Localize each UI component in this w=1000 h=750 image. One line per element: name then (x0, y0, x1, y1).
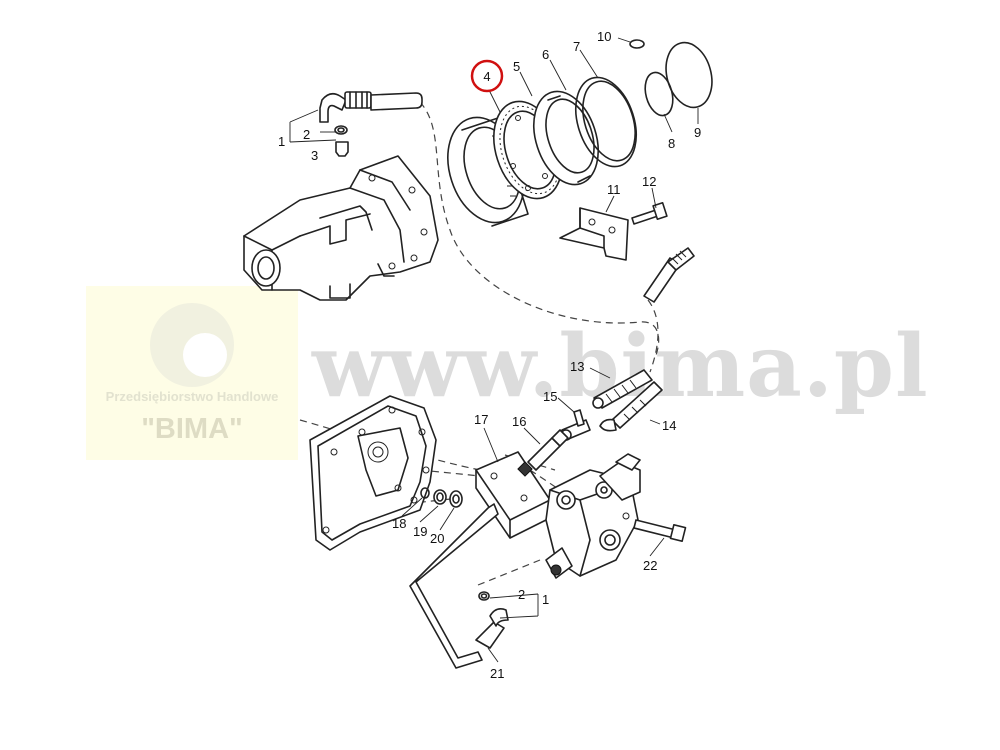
callout-22: 22 (643, 558, 657, 573)
bolt-part-22 (633, 519, 687, 543)
hose-part-13 (592, 369, 653, 409)
callout-leaders (289, 37, 699, 663)
watermark-company-name: "BIMA" (141, 413, 243, 445)
callout-5: 5 (513, 59, 520, 74)
callout-13: 13 (570, 359, 584, 374)
seal-ring-part-7 (575, 76, 637, 168)
callout-2-upper: 2 (303, 127, 310, 142)
callout-9: 9 (694, 125, 701, 140)
gearbox-housing (243, 155, 439, 301)
callout-3: 3 (311, 148, 318, 163)
pump-valve-block (545, 453, 641, 579)
callout-16: 16 (512, 414, 526, 429)
callout-12: 12 (642, 174, 656, 189)
bolt-part-12 (631, 201, 668, 225)
callout-7: 7 (573, 39, 580, 54)
callout-1-upper: 1 (278, 134, 285, 149)
callout-20: 20 (430, 531, 444, 546)
pipe-part-21 (409, 503, 509, 669)
o-ring-part-9 (665, 41, 713, 109)
o-ring-part-8 (644, 71, 674, 117)
cover-plate (309, 395, 437, 551)
fitting-part-16 (517, 429, 569, 477)
watermark-url: www.bima.pl (311, 316, 929, 417)
callout-11: 11 (607, 182, 621, 197)
clutch-pack (447, 39, 713, 227)
watermark-logo: Przedsiębiorstwo Handlowe "BIMA" (86, 286, 298, 460)
highlight-circle-part-4 (470, 59, 504, 93)
callout-labels: 1 2 3 4 5 6 7 10 8 9 11 12 13 14 15 16 1… (278, 29, 701, 681)
hose-fitting-upper (319, 91, 423, 157)
callout-21: 21 (490, 666, 504, 681)
seal-ring-part-7-inner (582, 80, 636, 162)
callout-19: 19 (413, 524, 427, 539)
callout-15: 15 (543, 389, 557, 404)
hose-upper-right (643, 247, 695, 303)
callout-17: 17 (474, 412, 488, 427)
callout-2-lower: 2 (518, 587, 525, 602)
watermark-company-line: Przedsiębiorstwo Handlowe (106, 389, 279, 404)
callout-4: 4 (483, 69, 490, 84)
callout-8: 8 (668, 136, 675, 151)
bracket-part-11 (559, 207, 629, 261)
callout-6: 6 (542, 47, 549, 62)
rings-parts-18-20 (420, 487, 463, 508)
o-ring-part-10 (629, 39, 645, 49)
callout-1-lower: 1 (542, 592, 549, 607)
callout-10: 10 (597, 29, 611, 44)
callout-14: 14 (662, 418, 676, 433)
callout-18: 18 (392, 516, 406, 531)
piston-part-6 (533, 90, 599, 186)
hose-part-14 (599, 381, 663, 432)
